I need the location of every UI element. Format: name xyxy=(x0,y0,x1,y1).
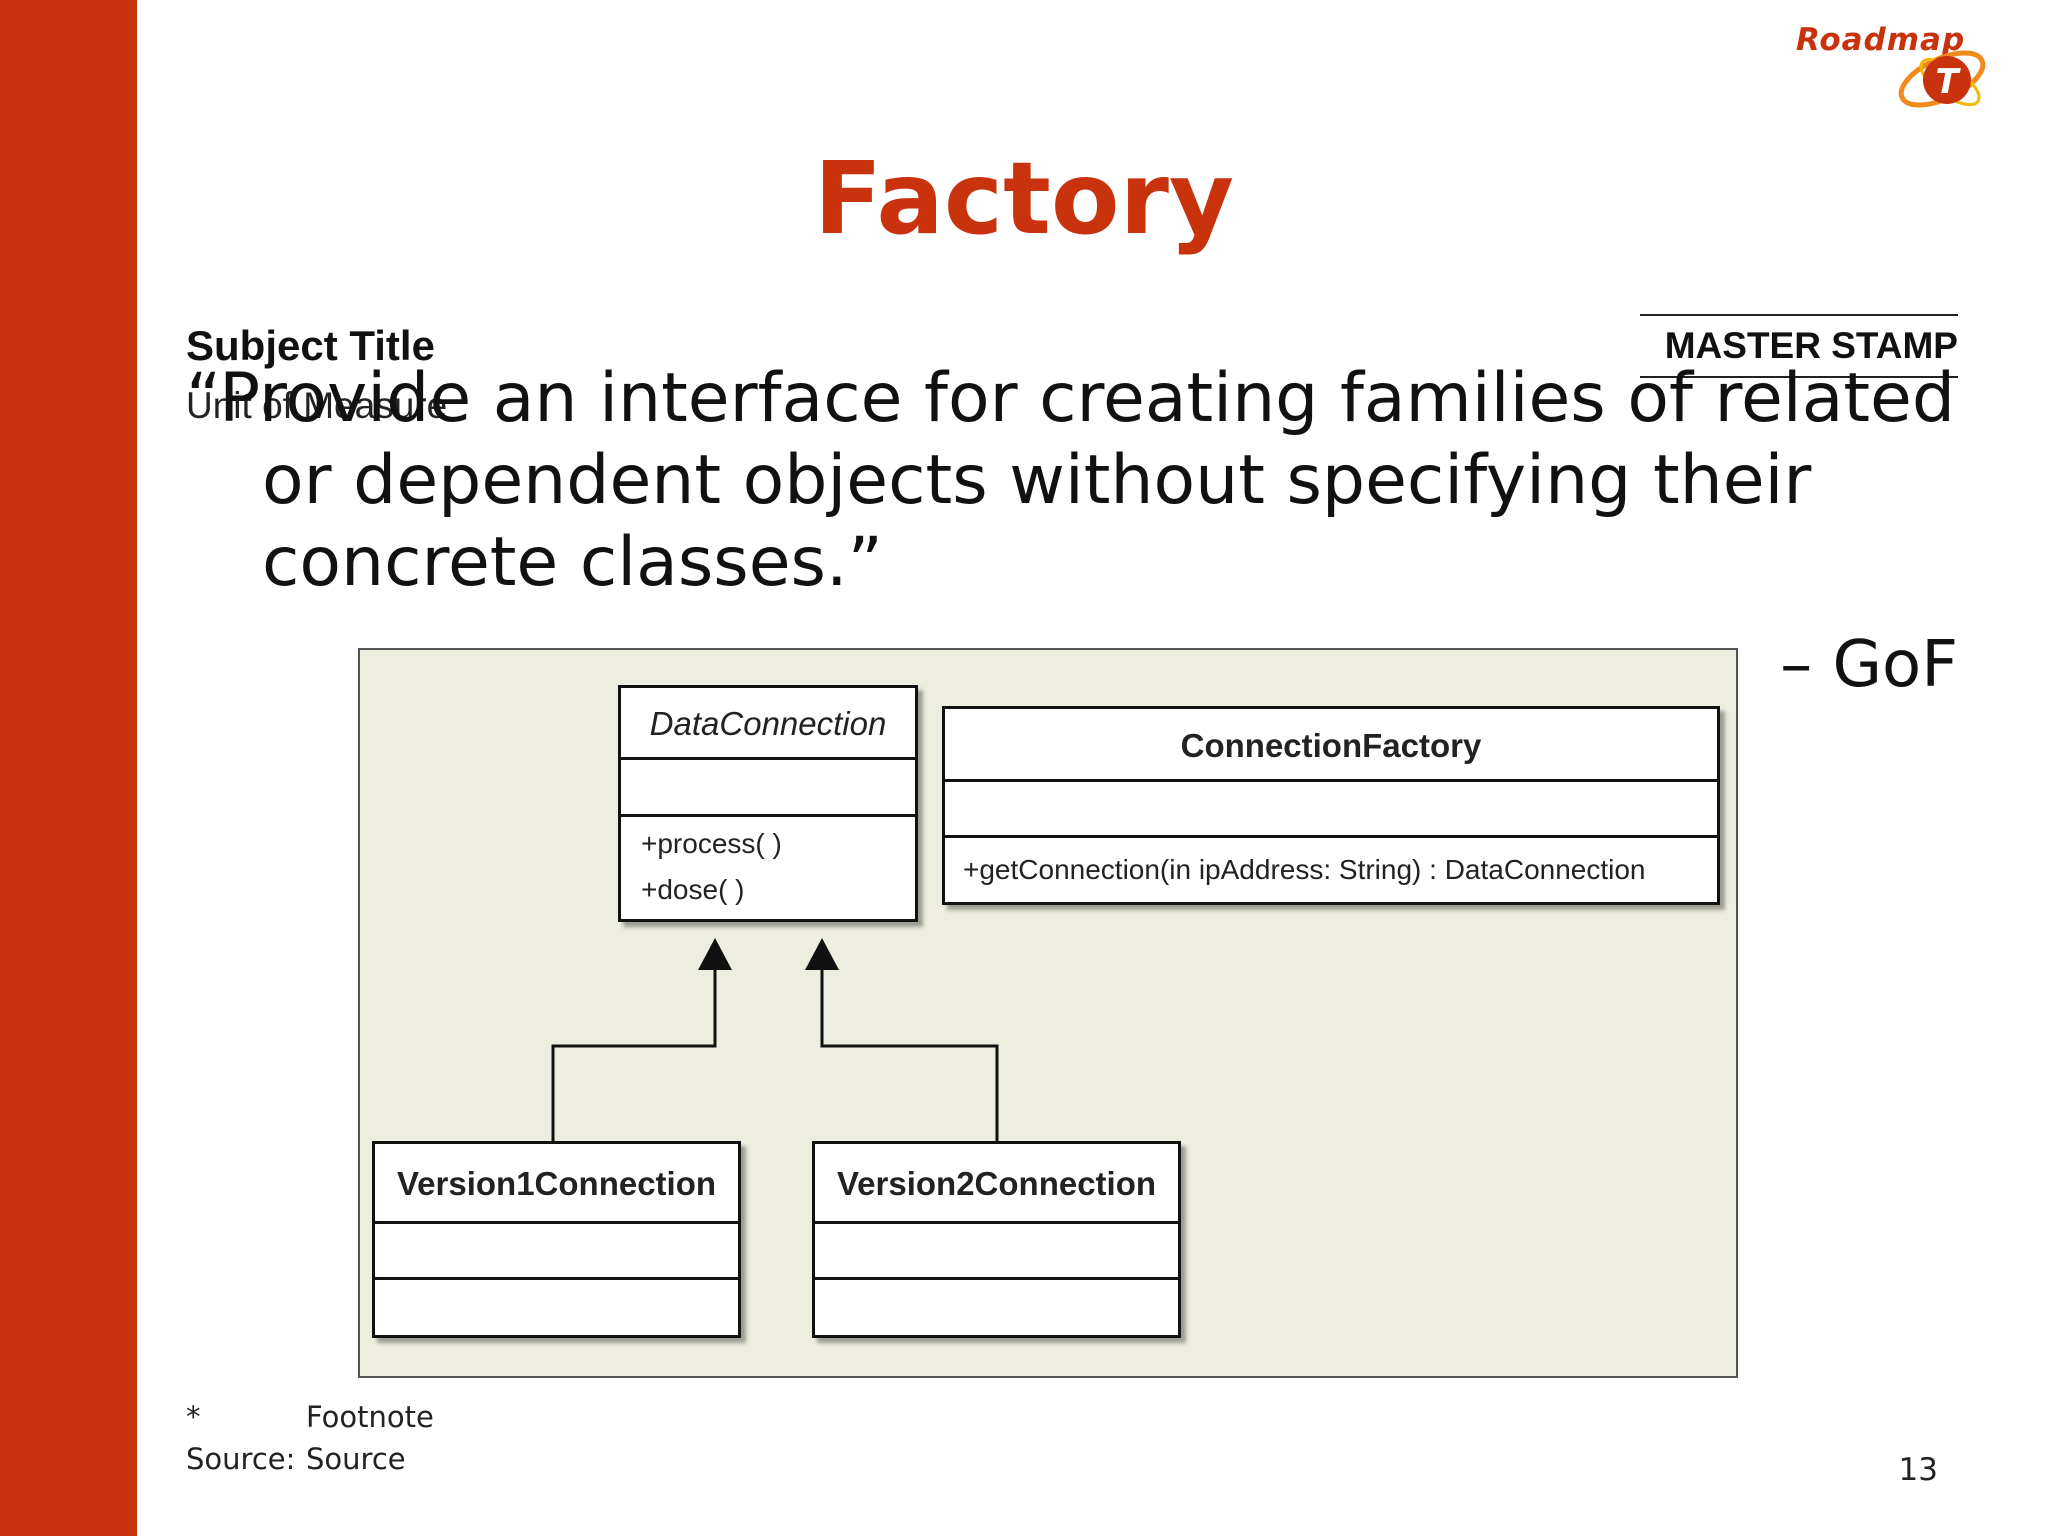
source-line: Source: Source xyxy=(186,1442,406,1476)
class-dataconnection: DataConnection +process( ) +dose( ) xyxy=(618,685,918,922)
class-operations xyxy=(375,1280,738,1335)
inheritance-arrowhead-icon xyxy=(698,938,732,970)
operation: +getConnection(in ipAddress: String) : D… xyxy=(963,854,1646,885)
class-operations: +process( ) +dose( ) xyxy=(621,817,915,913)
quote-text: “Provide an interface for creating famil… xyxy=(186,358,1976,604)
unit-of-measure: Unit of Measure xyxy=(186,385,448,426)
class-attributes xyxy=(815,1224,1178,1280)
sidebar-bar xyxy=(0,0,137,1536)
class-name: Version1Connection xyxy=(375,1144,738,1224)
quote-attribution: – GoF xyxy=(1780,628,1958,702)
slide-title: Factory xyxy=(813,140,1235,257)
page-number: 13 xyxy=(1898,1452,1938,1488)
class-name: ConnectionFactory xyxy=(945,709,1717,782)
class-version1connection: Version1Connection xyxy=(372,1141,741,1338)
inheritance-line-version1 xyxy=(551,966,717,1142)
class-connectionfactory: ConnectionFactory +getConnection(in ipAd… xyxy=(942,706,1720,905)
logo-mark: T xyxy=(1935,62,1961,102)
class-operations xyxy=(815,1280,1178,1335)
class-version2connection: Version2Connection xyxy=(812,1141,1181,1338)
inheritance-connectors xyxy=(551,938,999,1142)
source-label: Source: xyxy=(186,1442,296,1476)
uml-diagram: DataConnection +process( ) +dose( ) Conn… xyxy=(358,648,1738,1378)
footnote-marker: * xyxy=(186,1400,201,1434)
source-text: Source xyxy=(306,1442,406,1476)
subject-title: Subject Title xyxy=(186,322,435,369)
operation: +process( ) xyxy=(641,828,782,859)
operation: +dose( ) xyxy=(641,874,745,905)
class-name: Version2Connection xyxy=(815,1144,1178,1224)
logo-text: Roadmap xyxy=(1796,22,1966,58)
master-stamp: MASTER STAMP xyxy=(1640,314,1958,378)
class-attributes xyxy=(621,760,915,817)
inheritance-arrowhead-icon xyxy=(805,938,839,970)
class-attributes xyxy=(375,1224,738,1280)
roadmap-logo: Roadmap T xyxy=(1790,20,2022,130)
inheritance-line-version2 xyxy=(820,966,999,1142)
class-attributes xyxy=(945,782,1717,838)
footnote: * Footnote xyxy=(186,1400,434,1434)
quote-line: “Provide an interface for creating famil… xyxy=(186,359,1956,438)
class-name: DataConnection xyxy=(621,688,915,760)
quote-line: or dependent objects without specifying … xyxy=(262,441,1812,520)
quote-line: concrete classes.” xyxy=(262,523,883,602)
class-operations: +getConnection(in ipAddress: String) : D… xyxy=(945,838,1717,902)
roadmap-t-icon: T xyxy=(1898,50,1986,108)
footnote-text: Footnote xyxy=(306,1400,434,1434)
